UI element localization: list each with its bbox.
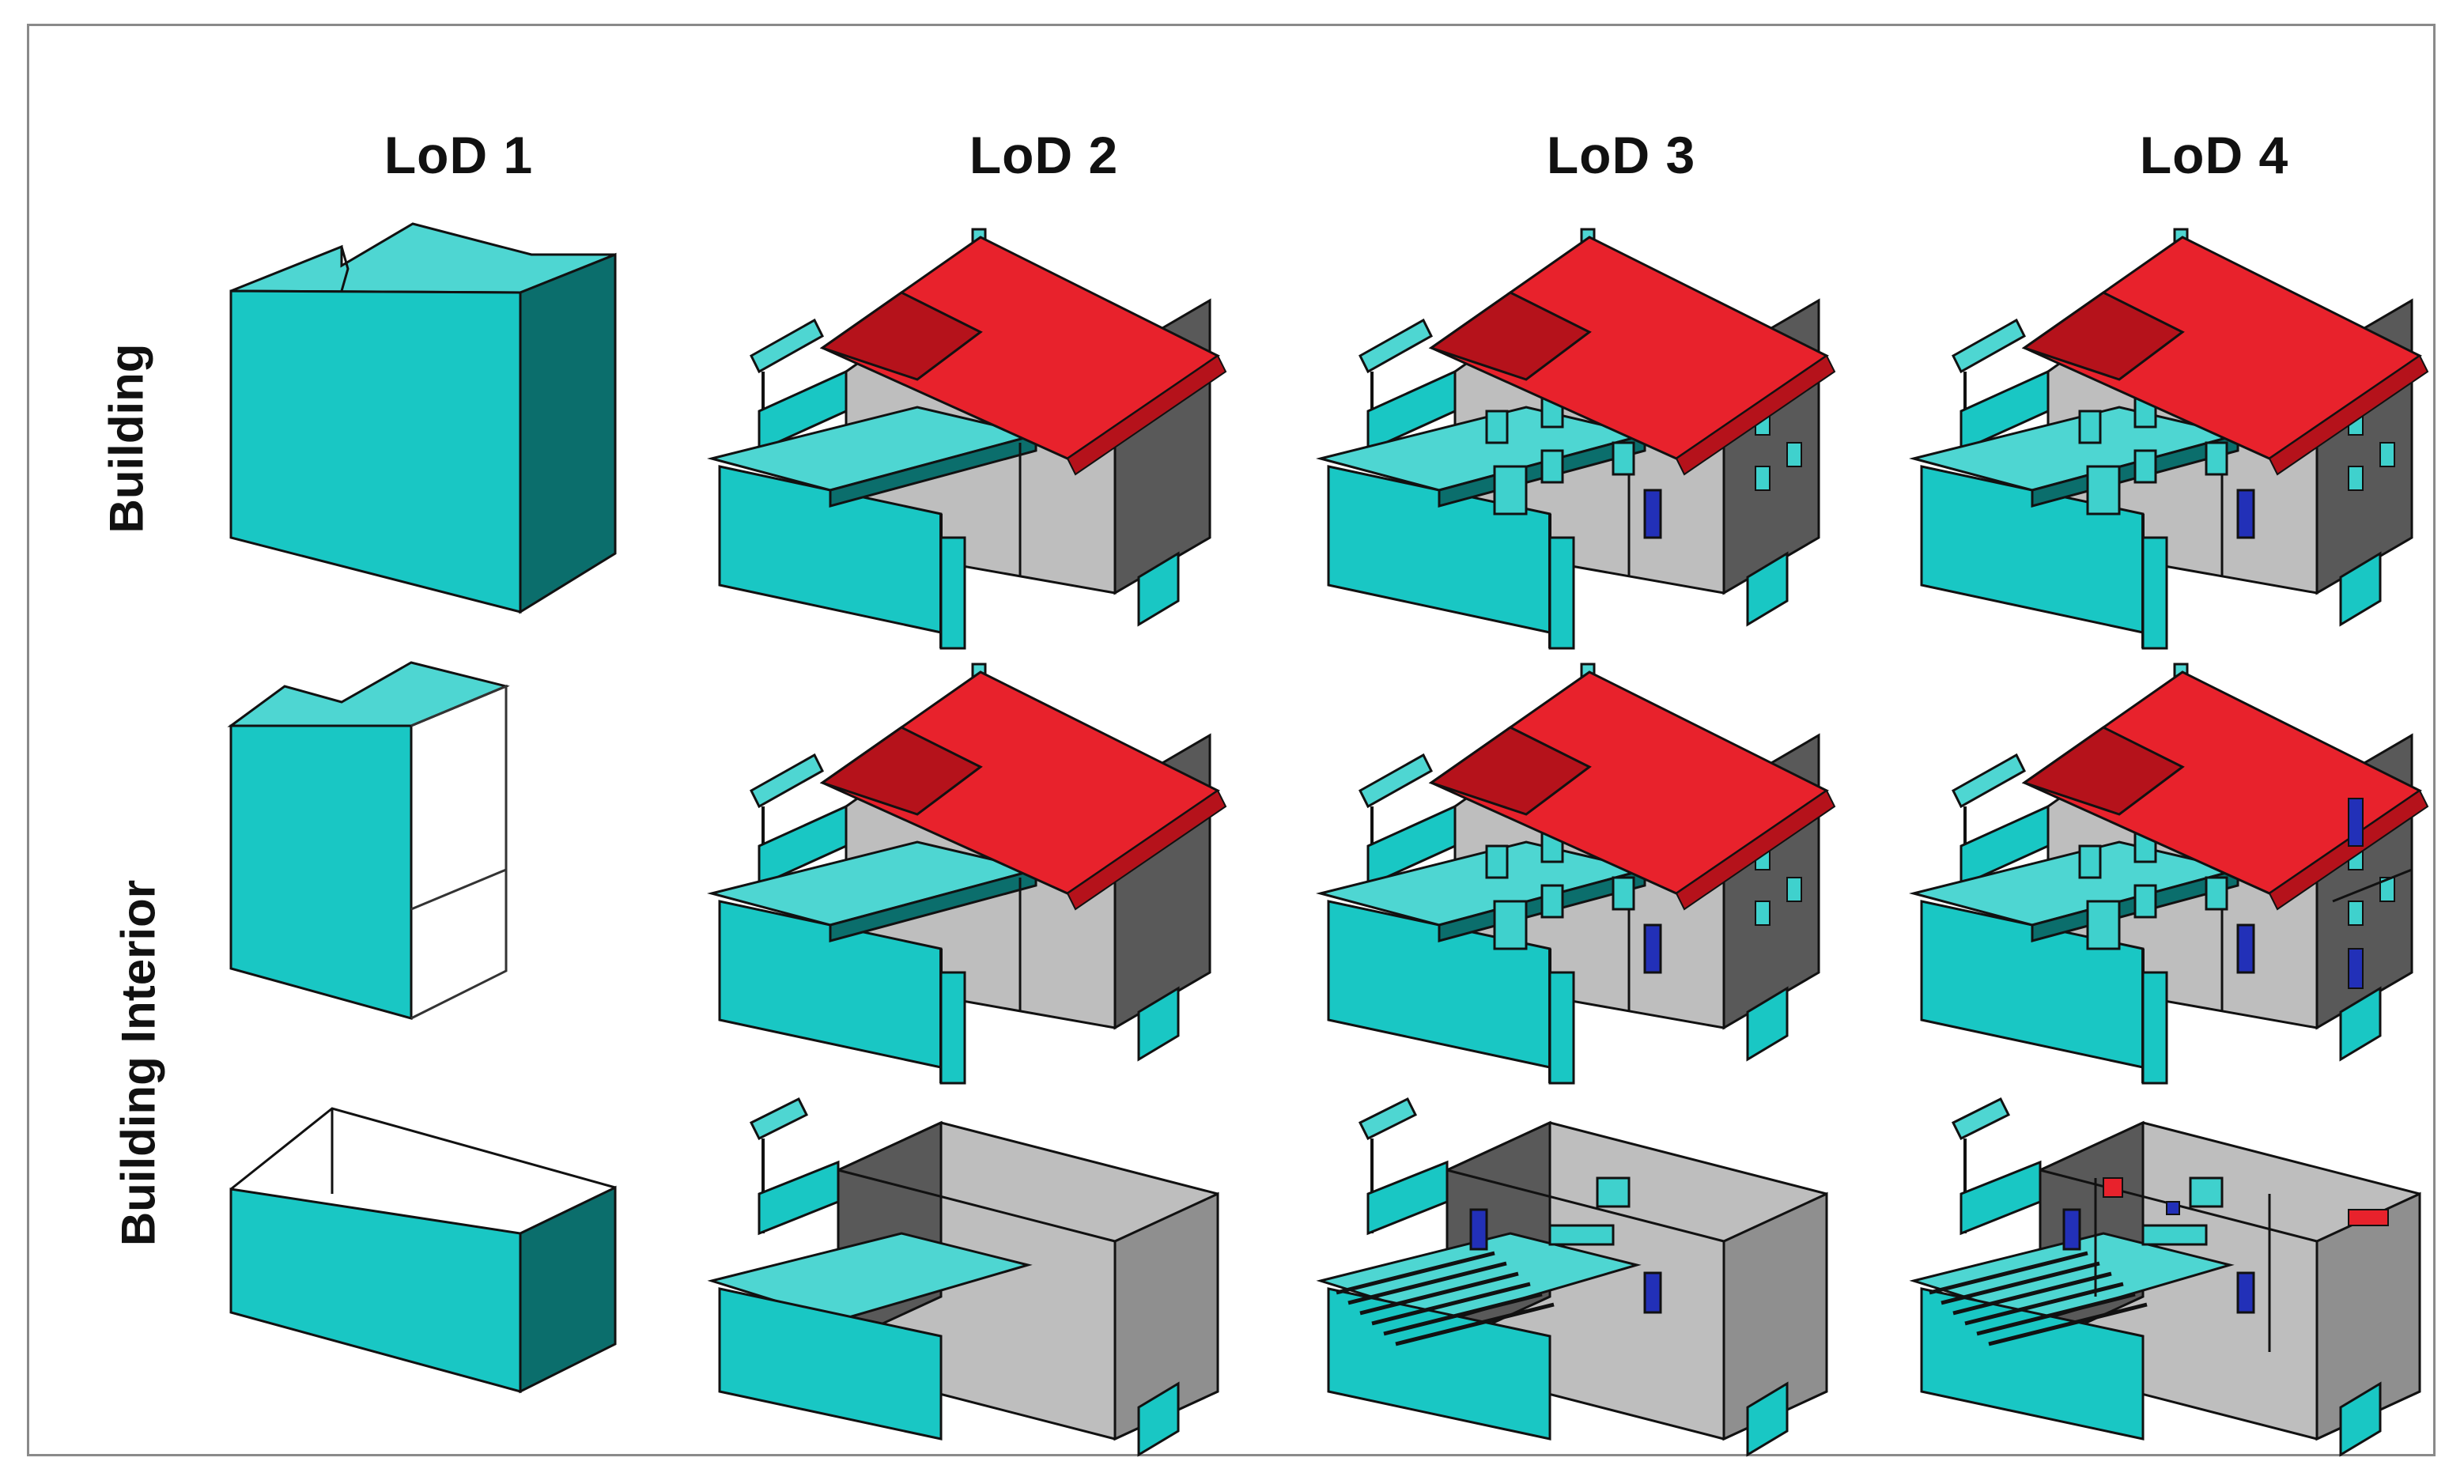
lod1-interior-walls [227, 661, 510, 1020]
lod3-building-model [1319, 228, 1836, 650]
lod1-floor-box [229, 1107, 617, 1394]
column-title-lod4: LoD 4 [2139, 126, 2289, 184]
lod4-interior-model [1912, 663, 2429, 1085]
lod2-floorplan-model [710, 1097, 1219, 1456]
lod3-interior-model [1319, 663, 1836, 1085]
lod1-building-block [229, 222, 617, 614]
column-title-lod1: LoD 1 [384, 126, 534, 184]
lod2-interior-model [710, 663, 1227, 1085]
column-title-lod2: LoD 2 [969, 126, 1119, 184]
lod4-floorplan-model [1912, 1097, 2421, 1456]
column-title-lod3: LoD 3 [1546, 126, 1696, 184]
lod4-building-model [1912, 228, 2429, 650]
lod3-floorplan-model [1319, 1097, 1828, 1456]
lod2-building-model [710, 228, 1227, 650]
